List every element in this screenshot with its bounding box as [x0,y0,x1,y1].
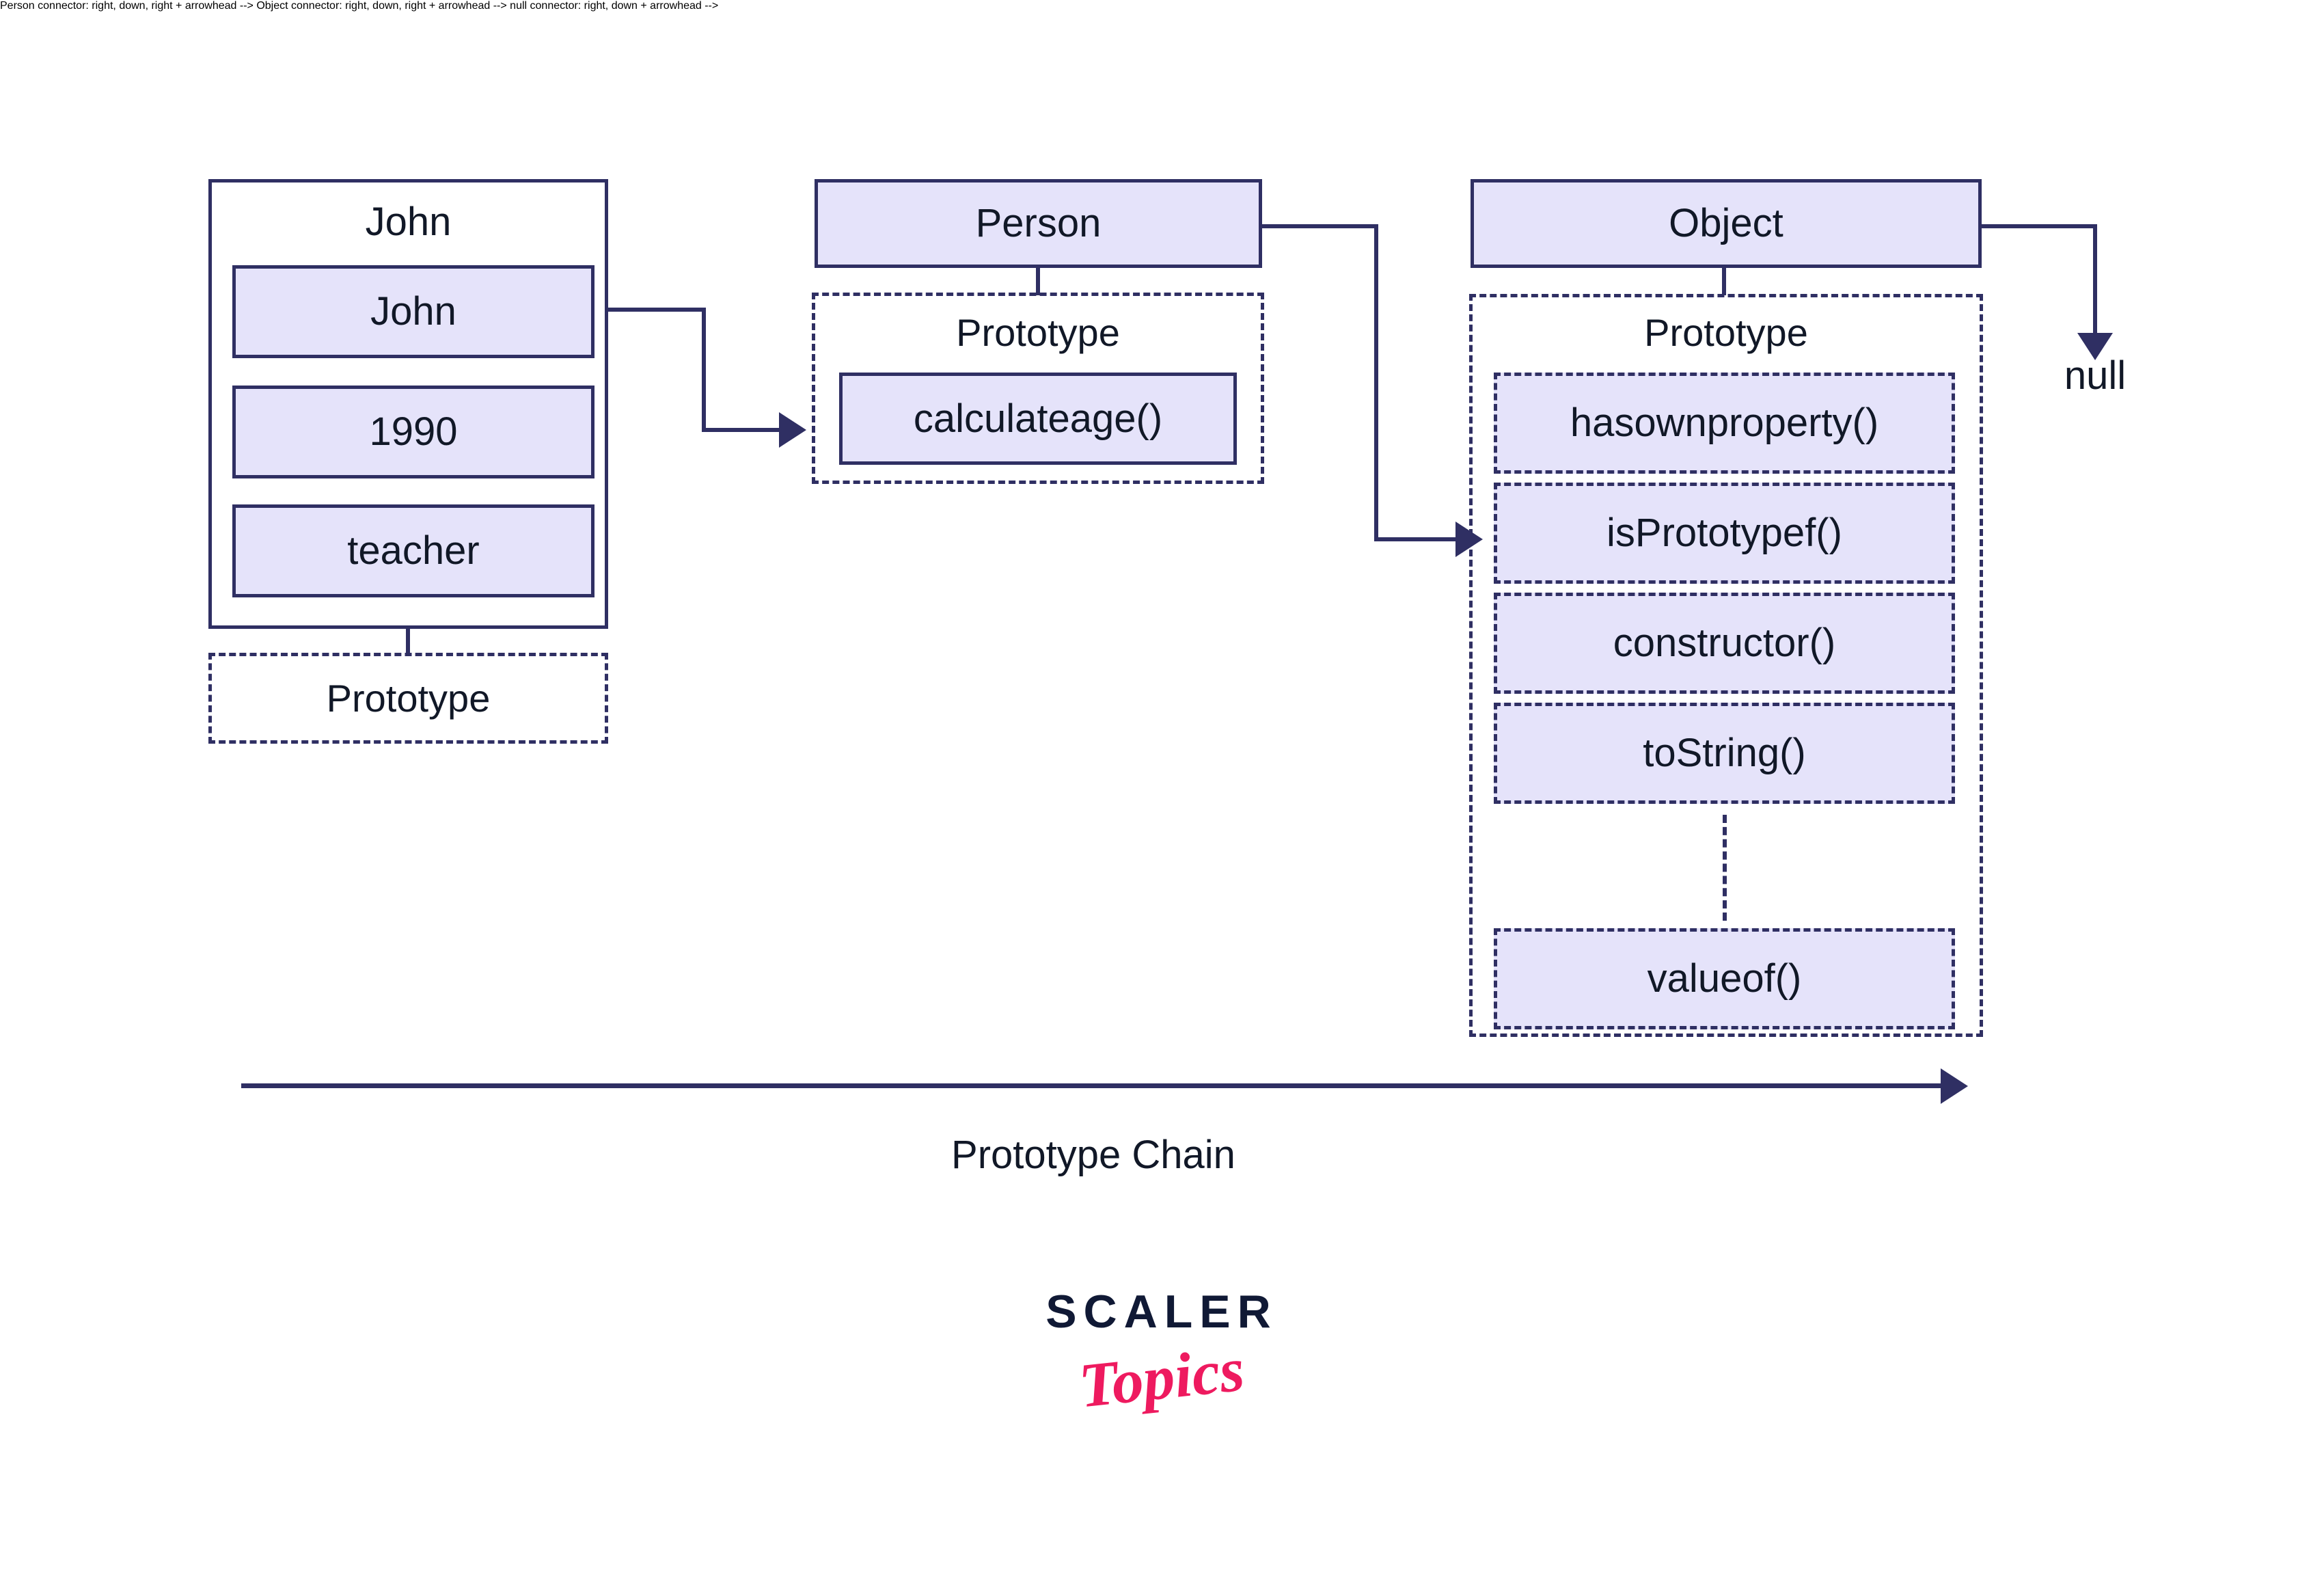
object-prototype-ellipsis-icon [1723,815,1727,921]
object-prototype-box [1469,294,1983,1037]
logo-primary-text: SCALER [1045,1286,1278,1338]
object-to-null-arrowhead [2077,333,2113,360]
object-prototype-method-tostring: toString() [1494,703,1955,804]
person-prototype-method-calculateage: calculateage() [839,373,1237,465]
john-prototype-box: Prototype [208,653,608,744]
null-terminal-label: null [2064,353,2127,398]
john-property-birthyear: 1990 [232,386,594,478]
person-prototype-connector [1036,267,1040,295]
object-to-null-connector-seg2 [2093,224,2097,337]
prototype-chain-axis-line [241,1083,1943,1088]
person-prototype-box [812,293,1264,484]
prototype-chain-axis-arrowhead [1941,1068,1968,1104]
object-prototype-label: Prototype [1644,311,1808,355]
person-prototype-label: Prototype [956,311,1120,355]
john-property-job: teacher [232,504,594,597]
person-object-box: Person [815,179,1262,268]
object-to-null-connector-seg1 [1980,224,2097,228]
object-prototype-method-hasownproperty: hasownproperty() [1494,373,1955,474]
person-to-object-connector-seg2 [1374,224,1378,541]
object-prototype-method-isprototypef: isPrototypef() [1494,483,1955,584]
person-to-object-connector-seg3 [1374,537,1458,541]
person-to-object-connector-seg1 [1261,224,1378,228]
object-prototype-connector [1722,267,1726,295]
object-prototype-method-valueof: valueof() [1494,928,1955,1029]
john-to-person-connector-seg2 [702,308,706,432]
scaler-topics-logo: SCALER Topics [957,1285,1367,1420]
john-to-person-connector-seg3 [702,428,780,432]
john-to-person-connector-seg1 [607,308,706,312]
john-object-title: John [365,200,452,245]
prototype-chain-label: Prototype Chain [951,1133,1235,1178]
object-object-box: Object [1471,179,1982,268]
object-prototype-method-constructor: constructor() [1494,593,1955,694]
john-prototype-connector [406,627,410,656]
john-property-name: John [232,265,594,358]
john-to-person-arrowhead [779,412,806,448]
